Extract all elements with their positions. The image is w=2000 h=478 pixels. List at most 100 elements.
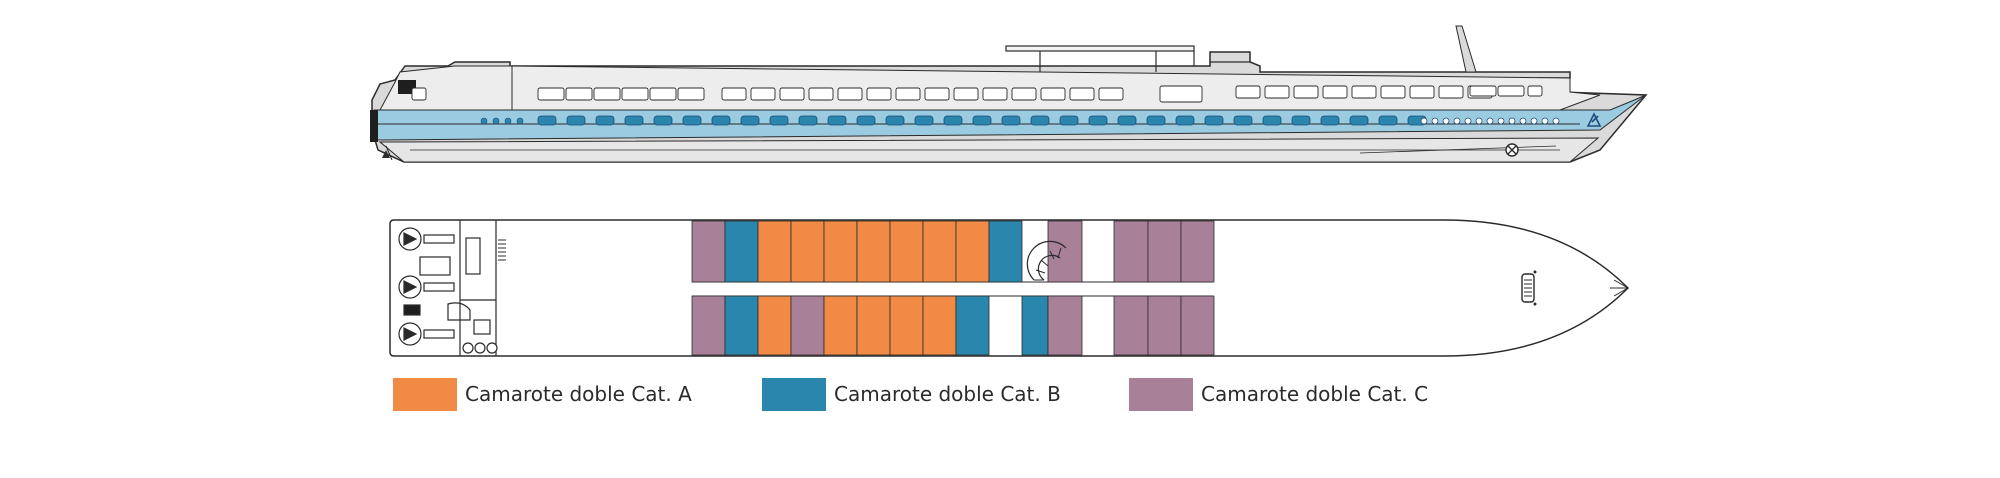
cabin-window <box>827 115 847 126</box>
legend-label-cat-a: Camarote doble Cat. A <box>465 382 692 406</box>
cabin-window <box>653 115 673 126</box>
cabin-window <box>914 115 934 126</box>
side-portholes <box>480 115 1560 126</box>
window <box>1469 85 1497 97</box>
window <box>1351 85 1377 99</box>
window <box>1264 85 1290 99</box>
propeller-icon <box>398 227 455 251</box>
cabin-window <box>1204 115 1224 126</box>
cabin-upper-7-cat-a <box>922 220 957 283</box>
cabin-lower-13-cat-c <box>1113 295 1149 356</box>
window <box>837 87 863 101</box>
window <box>537 87 565 101</box>
cabin-lower-11-cat-c <box>1047 295 1083 356</box>
legend-label-cat-c: Camarote doble Cat. C <box>1201 382 1429 406</box>
cabin-window <box>740 115 760 126</box>
porthole <box>1497 117 1505 125</box>
cabin-window <box>595 115 615 126</box>
cabin-window <box>1233 115 1253 126</box>
porthole <box>1453 117 1461 125</box>
porthole <box>1420 117 1428 125</box>
window <box>1069 87 1095 101</box>
cabin-upper-0-cat-c <box>691 220 726 283</box>
cabin-lower-15-cat-c <box>1180 295 1215 356</box>
cabin-lower-14-cat-c <box>1147 295 1182 356</box>
porthole <box>504 117 512 125</box>
window <box>1098 87 1124 101</box>
cabin-window <box>537 115 557 126</box>
cabin-window <box>943 115 963 126</box>
cabin-upper-13-cat-c <box>1113 220 1149 283</box>
spiral-staircase-icon <box>1026 240 1067 281</box>
cabin-window <box>1291 115 1311 126</box>
ship-side-profile <box>370 25 1648 163</box>
cabin-window <box>1349 115 1369 126</box>
cabins <box>691 220 1215 356</box>
cabin-upper-1-cat-b <box>724 220 759 283</box>
cabin-upper-14-cat-c <box>1147 220 1182 283</box>
window <box>779 87 805 101</box>
window <box>1322 85 1348 99</box>
cabin-upper-4-cat-a <box>823 220 858 283</box>
window <box>1380 85 1406 99</box>
window <box>1159 85 1203 103</box>
cabin-window <box>1175 115 1195 126</box>
window <box>593 87 621 101</box>
porthole <box>1541 117 1549 125</box>
cabin-window <box>1001 115 1021 126</box>
porthole <box>1508 117 1516 125</box>
legend-item-cat-b: Camarote doble Cat. B <box>762 377 1061 411</box>
porthole <box>480 117 488 125</box>
window <box>895 87 921 101</box>
cabin-window <box>798 115 818 126</box>
porthole <box>1486 117 1494 125</box>
window <box>953 87 979 101</box>
porthole <box>1530 117 1538 125</box>
cabin-upper-2-cat-a <box>757 220 792 283</box>
propeller-icon <box>398 275 455 299</box>
cabin-upper-3-cat-a <box>790 220 825 283</box>
bow-marking-icon <box>1586 112 1602 127</box>
cabin-upper-6-cat-a <box>889 220 924 283</box>
cabin-window <box>1146 115 1166 126</box>
propeller-icon <box>382 145 393 161</box>
window <box>1409 85 1435 99</box>
porthole <box>1464 117 1472 125</box>
side-windows <box>411 85 1543 103</box>
legend-swatch-cat-a <box>393 377 457 411</box>
ship-stern <box>370 110 378 142</box>
window <box>808 87 834 101</box>
legend-item-cat-c: Camarote doble Cat. C <box>1129 377 1428 411</box>
window <box>982 87 1008 101</box>
window <box>1497 85 1525 97</box>
deck-plan <box>389 219 1630 357</box>
window <box>1527 85 1543 97</box>
cabin-window <box>1030 115 1050 126</box>
cabin-lower-6-cat-a <box>889 295 924 356</box>
porthole <box>1519 117 1527 125</box>
window <box>565 87 593 101</box>
ship-mast <box>1455 25 1477 73</box>
window <box>750 87 776 101</box>
cabin-lower-2-cat-a <box>757 295 792 356</box>
cabin-window <box>566 115 586 126</box>
cabin-lower-7-cat-a <box>922 295 957 356</box>
cabin-lower-0-cat-c <box>691 295 726 356</box>
cabin-window <box>1262 115 1282 126</box>
wheelhouse-icon <box>1521 270 1537 306</box>
cabin-window <box>624 115 644 126</box>
cabin-upper-5-cat-a <box>856 220 891 283</box>
window <box>677 87 705 101</box>
cabin-window <box>1088 115 1108 126</box>
propeller-icon <box>398 322 455 346</box>
cabin-window <box>1378 115 1398 126</box>
porthole <box>516 117 524 125</box>
window <box>1438 85 1464 99</box>
window <box>1040 87 1066 101</box>
porthole <box>1442 117 1450 125</box>
cabin-window <box>856 115 876 126</box>
window <box>649 87 677 101</box>
cabin-window <box>1117 115 1137 126</box>
porthole <box>1552 117 1560 125</box>
